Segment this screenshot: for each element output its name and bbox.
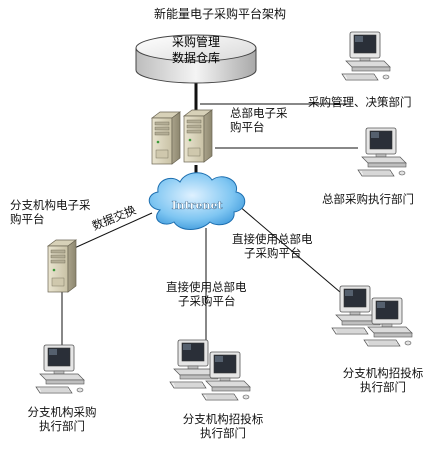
branch-server-icon — [47, 239, 77, 293]
direct-use-mid-line1: 直接使用总部电 — [166, 280, 247, 294]
direct-use-right-label: 直接使用总部电 子采购平台 — [232, 232, 313, 260]
cloud-to-right-pc-line — [231, 199, 341, 293]
pc-branch-exec-icon — [35, 344, 85, 394]
pc-branch-exec-line2: 执行部门 — [39, 419, 85, 433]
internet-cloud-icon: Intrenet — [148, 172, 246, 230]
connection-lines — [61, 82, 358, 345]
hq-platform-line1: 总部电子采 — [230, 106, 288, 120]
hq-platform-label: 总部电子采 购平台 — [230, 106, 288, 134]
pc-bid-right-icon — [331, 285, 413, 347]
cloud-to-branch-line — [69, 212, 153, 251]
hq-platform-line2: 购平台 — [230, 120, 265, 134]
hq-server-icon — [151, 109, 213, 165]
branch-platform-label: 分支机构电子采 购平台 — [10, 198, 91, 226]
direct-use-mid-line2: 子采购平台 — [178, 294, 236, 308]
direct-use-right-line2: 子采购平台 — [244, 246, 302, 260]
pc-branch-exec-line1: 分支机构采购 — [27, 405, 97, 419]
diagram-title: 新能量电子采购平台架构 — [153, 7, 286, 21]
pc-bid-mid-label: 分支机构招投标 执行部门 — [170, 412, 276, 440]
pc-branch-exec-label: 分支机构采购 执行部门 — [14, 405, 110, 433]
database-label-line1: 采购管理 — [172, 34, 220, 49]
cloud-label: Intrenet — [171, 199, 223, 212]
branch-platform-line1: 分支机构电子采 — [10, 198, 91, 212]
pc-bid-mid-line2: 执行部门 — [200, 426, 246, 440]
pc-hq-exec-label: 总部采购执行部门 — [322, 192, 414, 206]
pc-mgmt-icon — [341, 31, 391, 81]
database-icon: 采购管理 数据仓库 — [135, 34, 257, 84]
pc-bid-right-label: 分支机构招投标 执行部门 — [330, 366, 436, 394]
database-label-line2: 数据仓库 — [172, 50, 220, 65]
pc-mgmt-label: 采购管理、决策部门 — [308, 95, 412, 109]
pc-hq-exec-icon — [357, 127, 407, 177]
pc-bid-right-line1: 分支机构招投标 — [342, 366, 424, 380]
pc-bid-mid-icon — [169, 339, 251, 401]
pc-bid-mid-line1: 分支机构招投标 — [182, 412, 264, 426]
direct-use-right-line1: 直接使用总部电 — [232, 232, 313, 246]
branch-platform-line2: 购平台 — [10, 212, 45, 226]
direct-use-mid-label: 直接使用总部电 子采购平台 — [166, 280, 247, 308]
pc-bid-right-line2: 执行部门 — [360, 380, 406, 394]
